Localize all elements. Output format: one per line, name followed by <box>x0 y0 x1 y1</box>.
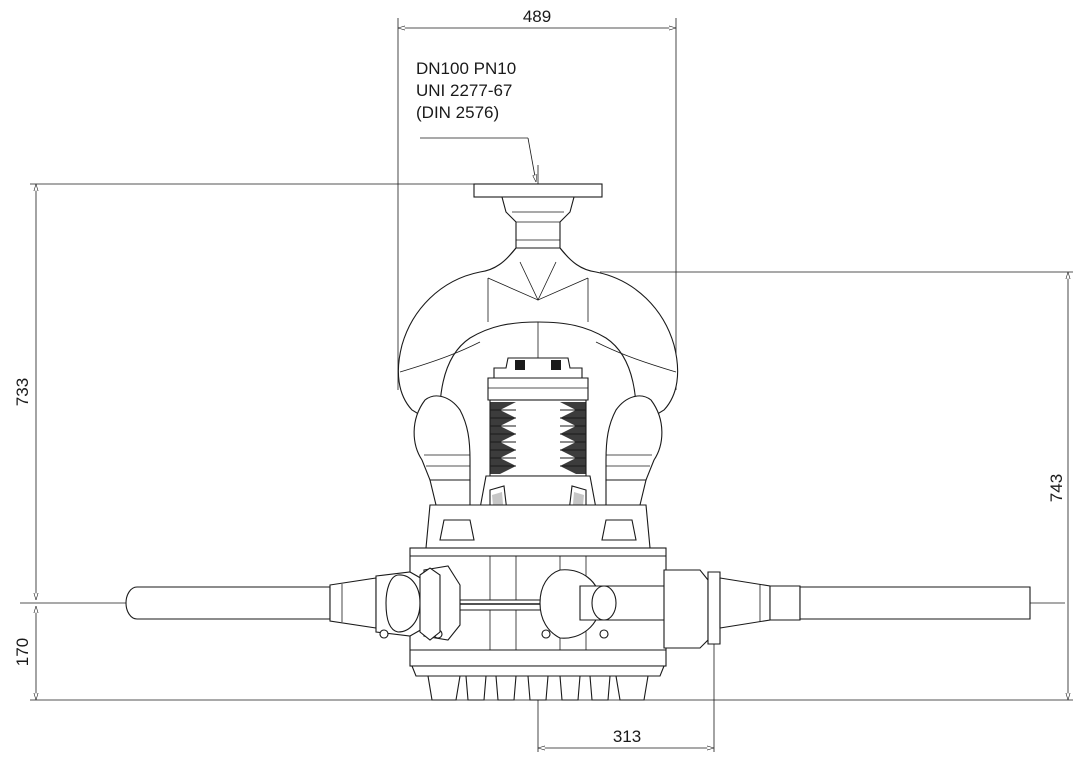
cooling-fins-right <box>560 402 586 474</box>
side-elbows <box>413 395 663 506</box>
y-manifold <box>397 247 679 419</box>
left-inlet <box>125 565 461 641</box>
tank-feet <box>427 675 649 701</box>
annotation-line-1: DN100 PN10 <box>416 59 516 78</box>
dim-value-489: 489 <box>523 7 551 26</box>
upper-casing <box>397 247 679 419</box>
outlet-flange <box>707 571 721 645</box>
outlet-housing <box>663 569 709 649</box>
right-pipe <box>799 586 1031 620</box>
cooling-fins-left <box>490 402 516 474</box>
dimension-values: 489 733 170 743 313 <box>13 7 1066 746</box>
left-pipe <box>137 586 331 620</box>
dim-value-313: 313 <box>613 727 641 746</box>
annotation-line-3: (DIN 2576) <box>416 103 499 122</box>
right-outlet <box>539 569 1031 649</box>
flange-plate <box>473 183 603 198</box>
dim-value-733: 733 <box>13 378 32 406</box>
right-elbow <box>605 395 663 481</box>
dimension-lines <box>30 18 1073 752</box>
top-flange <box>473 183 603 263</box>
motor <box>475 357 601 531</box>
annotation-block: DN100 PN10 UNI 2277-67 (DIN 2576) <box>416 59 516 122</box>
motor-top-cap <box>493 357 583 379</box>
motor-head <box>487 377 589 401</box>
dim-value-170: 170 <box>13 638 32 666</box>
left-reducer <box>329 577 377 629</box>
left-elbow <box>413 395 471 481</box>
right-reducer <box>719 577 771 629</box>
dim-value-743: 743 <box>1047 474 1066 502</box>
annotation-line-2: UNI 2277-67 <box>416 81 512 100</box>
leader-arrow <box>527 137 536 182</box>
tank-base <box>411 665 665 677</box>
